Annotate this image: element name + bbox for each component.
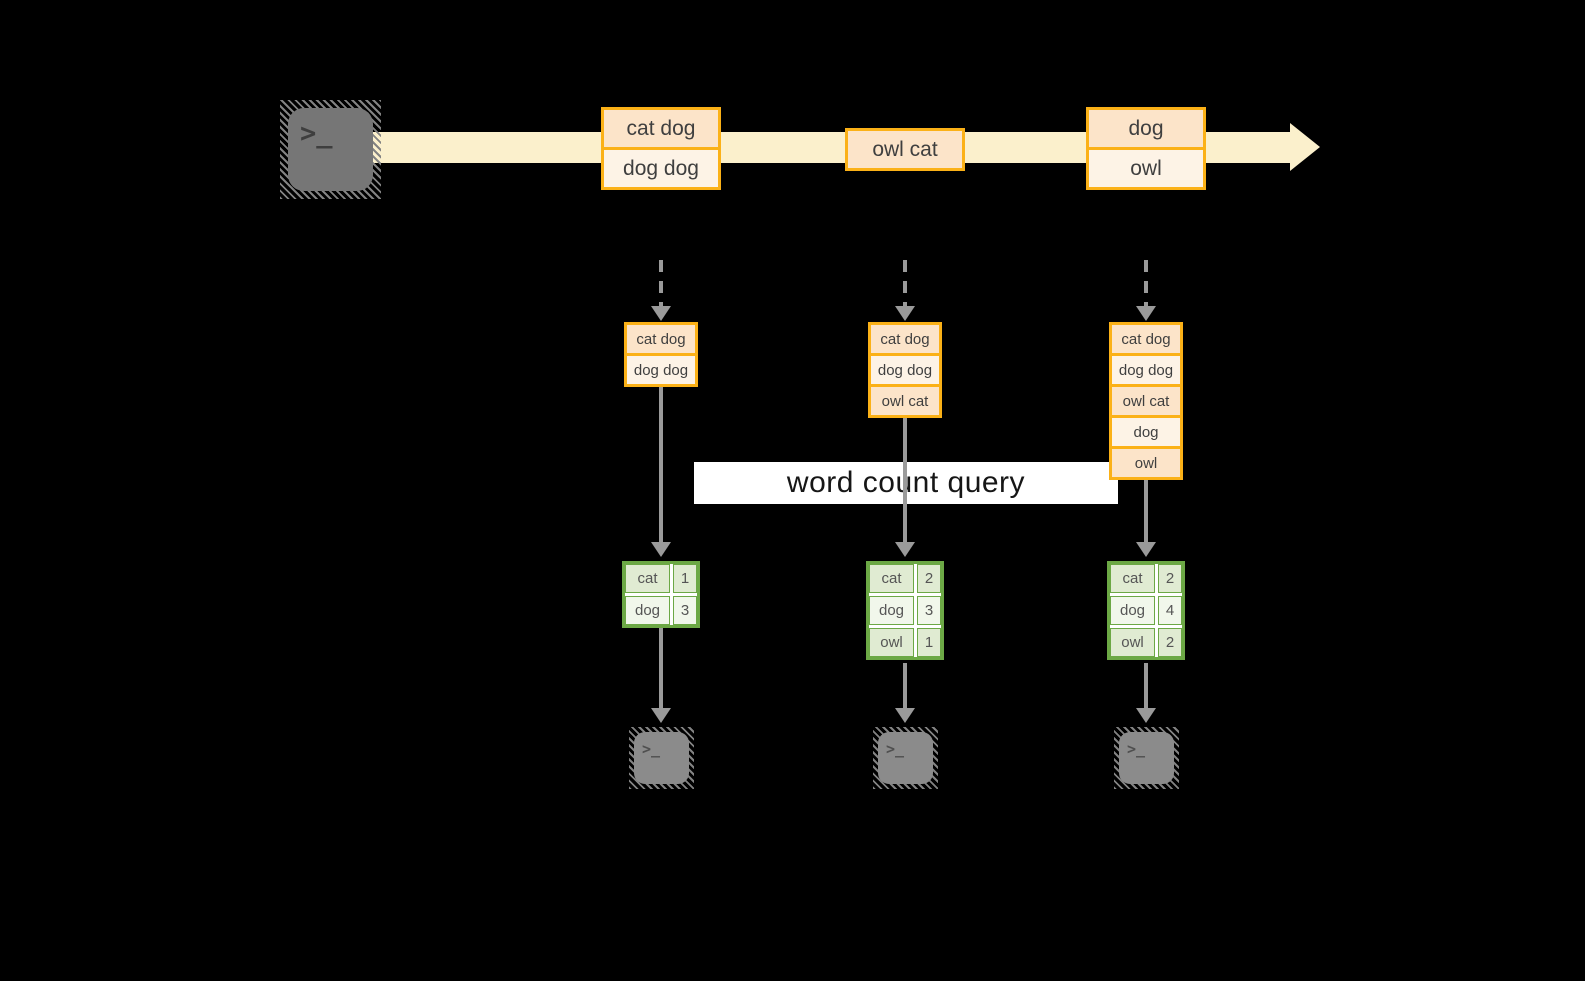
- accumulated-documents-3: cat dog dog dog owl cat dog owl: [1109, 322, 1183, 480]
- stream-event-1: cat dog dog dog: [601, 107, 721, 190]
- terminal-prompt-glyph: >_: [1119, 732, 1174, 784]
- table-cell-count: 2: [1158, 628, 1182, 657]
- ingest-arrow-dashed: [659, 260, 663, 306]
- document-line: cat dog: [1112, 325, 1180, 353]
- table-cell-count: 1: [917, 628, 941, 657]
- table-cell-count: 3: [673, 596, 697, 625]
- document-line: cat dog: [871, 325, 939, 353]
- document-line: owl: [1112, 449, 1180, 477]
- table-cell-count: 1: [673, 564, 697, 593]
- terminal-output-icon: >_: [1114, 727, 1179, 789]
- word-count-table-3: cat 2 dog 4 owl 2: [1107, 561, 1185, 660]
- flow-arrowhead-icon: [651, 542, 671, 557]
- flow-arrowhead-icon: [1136, 708, 1156, 723]
- ingest-arrow-dashed: [1144, 260, 1148, 306]
- table-cell-word: cat: [1110, 564, 1155, 593]
- ingest-arrowhead-icon: [895, 306, 915, 321]
- document-line: owl cat: [871, 387, 939, 415]
- flow-arrowhead-icon: [895, 542, 915, 557]
- terminal-prompt-glyph: >_: [634, 732, 689, 784]
- stream-event-line: cat dog: [604, 110, 718, 147]
- table-cell-word: owl: [1110, 628, 1155, 657]
- table-cell-count: 4: [1158, 596, 1182, 625]
- flow-arrowhead-icon: [895, 708, 915, 723]
- table-cell-count: 2: [1158, 564, 1182, 593]
- stream-event-3: dog owl: [1086, 107, 1206, 190]
- terminal-output-icon: >_: [629, 727, 694, 789]
- table-cell-count: 3: [917, 596, 941, 625]
- flow-arrow: [903, 418, 907, 542]
- document-line: dog dog: [1112, 356, 1180, 384]
- terminal-prompt-glyph: >_: [878, 732, 933, 784]
- table-cell-word: cat: [625, 564, 670, 593]
- document-line: cat dog: [627, 325, 695, 353]
- table-cell-word: dog: [869, 596, 914, 625]
- table-cell-word: owl: [869, 628, 914, 657]
- flow-arrowhead-icon: [1136, 542, 1156, 557]
- stream-event-2: owl cat: [845, 128, 965, 171]
- ingest-arrow-dashed: [903, 260, 907, 306]
- stream-arrowhead-icon: [1290, 123, 1320, 171]
- table-cell-word: dog: [1110, 596, 1155, 625]
- document-line: dog dog: [871, 356, 939, 384]
- terminal-output-icon: >_: [873, 727, 938, 789]
- stream-event-line: owl: [1089, 150, 1203, 187]
- table-cell-word: cat: [869, 564, 914, 593]
- flow-arrowhead-icon: [651, 708, 671, 723]
- accumulated-documents-1: cat dog dog dog: [624, 322, 698, 387]
- flow-arrow: [1144, 663, 1148, 708]
- document-line: dog dog: [627, 356, 695, 384]
- table-cell-count: 2: [917, 564, 941, 593]
- ingest-arrowhead-icon: [651, 306, 671, 321]
- document-line: dog: [1112, 418, 1180, 446]
- word-count-table-2: cat 2 dog 3 owl 1: [866, 561, 944, 660]
- document-line: owl cat: [1112, 387, 1180, 415]
- stream-event-line: dog: [1089, 110, 1203, 147]
- stream-event-line: owl cat: [848, 131, 962, 168]
- flow-arrow: [903, 663, 907, 708]
- flow-arrow: [659, 628, 663, 708]
- ingest-arrowhead-icon: [1136, 306, 1156, 321]
- flow-arrow: [1144, 480, 1148, 542]
- terminal-prompt-glyph: >_: [288, 108, 373, 191]
- accumulated-documents-2: cat dog dog dog owl cat: [868, 322, 942, 418]
- word-count-table-1: cat 1 dog 3: [622, 561, 700, 628]
- terminal-source-icon: >_: [280, 100, 381, 199]
- flow-arrow: [659, 387, 663, 542]
- stream-event-line: dog dog: [604, 150, 718, 187]
- table-cell-word: dog: [625, 596, 670, 625]
